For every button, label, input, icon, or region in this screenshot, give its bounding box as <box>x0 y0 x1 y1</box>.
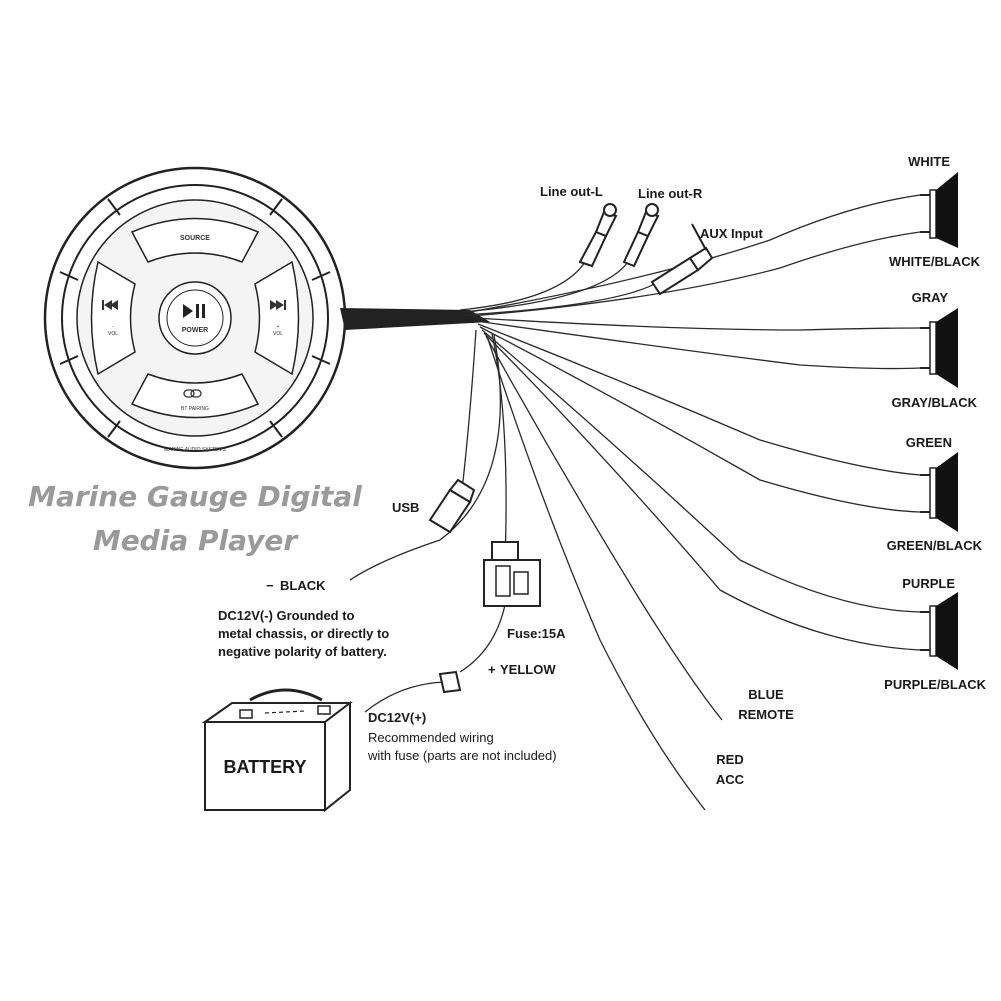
line-out-l-connector <box>578 203 618 268</box>
battery: BATTERY <box>201 688 353 813</box>
next-button[interactable] <box>254 260 300 376</box>
yellow-wire-label: YELLOW <box>500 662 556 677</box>
black-note-line-1: DC12V(-) Grounded to <box>218 608 355 623</box>
speaker-green <box>920 452 958 532</box>
media-player-device: SOURCE VOL - VOL + BT PAIRING <box>43 166 347 470</box>
black-note-line-2: metal chassis, or directly to <box>218 626 389 641</box>
next-track-icon <box>270 300 286 310</box>
source-button[interactable] <box>130 217 260 263</box>
speaker-white <box>920 172 958 248</box>
dc-plus-note-line-1: Recommended wiring <box>368 730 494 745</box>
remote-label: REMOTE <box>738 707 794 722</box>
bt-pairing-label: BT PAIRING <box>181 406 209 412</box>
vol-plus-label: VOL <box>273 331 283 337</box>
aux-input-label: AUX Input <box>700 226 763 241</box>
blue-label: BLUE <box>748 687 784 702</box>
red-label: RED <box>716 752 743 767</box>
plus-sign: + <box>488 662 496 677</box>
previous-track-icon <box>102 300 118 310</box>
white-black-wire-label: WHITE/BLACK <box>889 254 981 269</box>
power-label: POWER <box>182 327 208 334</box>
main-cable <box>340 308 490 330</box>
line-out-l-label: Line out-L <box>540 184 603 199</box>
title-line-1: Marine Gauge Digital <box>28 480 362 513</box>
wire-bundle <box>349 194 921 811</box>
play-pause-icon <box>183 304 205 318</box>
bluetooth-button[interactable] <box>130 373 260 419</box>
purple-wire-label: PURPLE <box>902 576 955 591</box>
green-black-wire-label: GREEN/BLACK <box>887 538 983 553</box>
fuse-holder <box>483 541 541 607</box>
previous-button[interactable] <box>90 260 136 376</box>
green-wire-label: GREEN <box>906 435 952 450</box>
white-wire-label: WHITE <box>908 154 950 169</box>
dc-plus-note-line-2: with fuse (parts are not included) <box>367 748 557 763</box>
speaker-gray <box>920 308 958 388</box>
gray-black-wire-label: GRAY/BLACK <box>892 395 978 410</box>
brand-text: MARINE AUDIO SYSTEMS <box>164 447 226 453</box>
line-out-r-label: Line out-R <box>638 186 703 201</box>
source-button-label: SOURCE <box>180 235 210 242</box>
acc-label: ACC <box>716 772 745 787</box>
usb-label: USB <box>392 500 419 515</box>
gray-wire-label: GRAY <box>912 290 949 305</box>
purple-black-wire-label: PURPLE/BLACK <box>884 677 986 692</box>
vol-minus-label: VOL <box>108 331 118 337</box>
inline-fuse <box>438 670 462 694</box>
black-note-line-3: negative polarity of battery. <box>218 644 387 659</box>
dc-plus-label: DC12V(+) <box>368 710 426 725</box>
link-icon <box>183 389 202 398</box>
plus-label: + <box>277 324 280 330</box>
minus-sign: − <box>266 578 274 593</box>
minus-label: - <box>112 324 114 330</box>
battery-label: BATTERY <box>224 757 307 777</box>
speaker-purple <box>920 592 958 670</box>
fuse-label: Fuse:15A <box>507 626 566 641</box>
aux-input-connector <box>650 223 714 296</box>
title-line-2: Media Player <box>93 524 300 557</box>
line-out-r-connector <box>622 203 660 268</box>
black-wire-label: BLACK <box>280 578 326 593</box>
usb-connector <box>428 478 476 534</box>
